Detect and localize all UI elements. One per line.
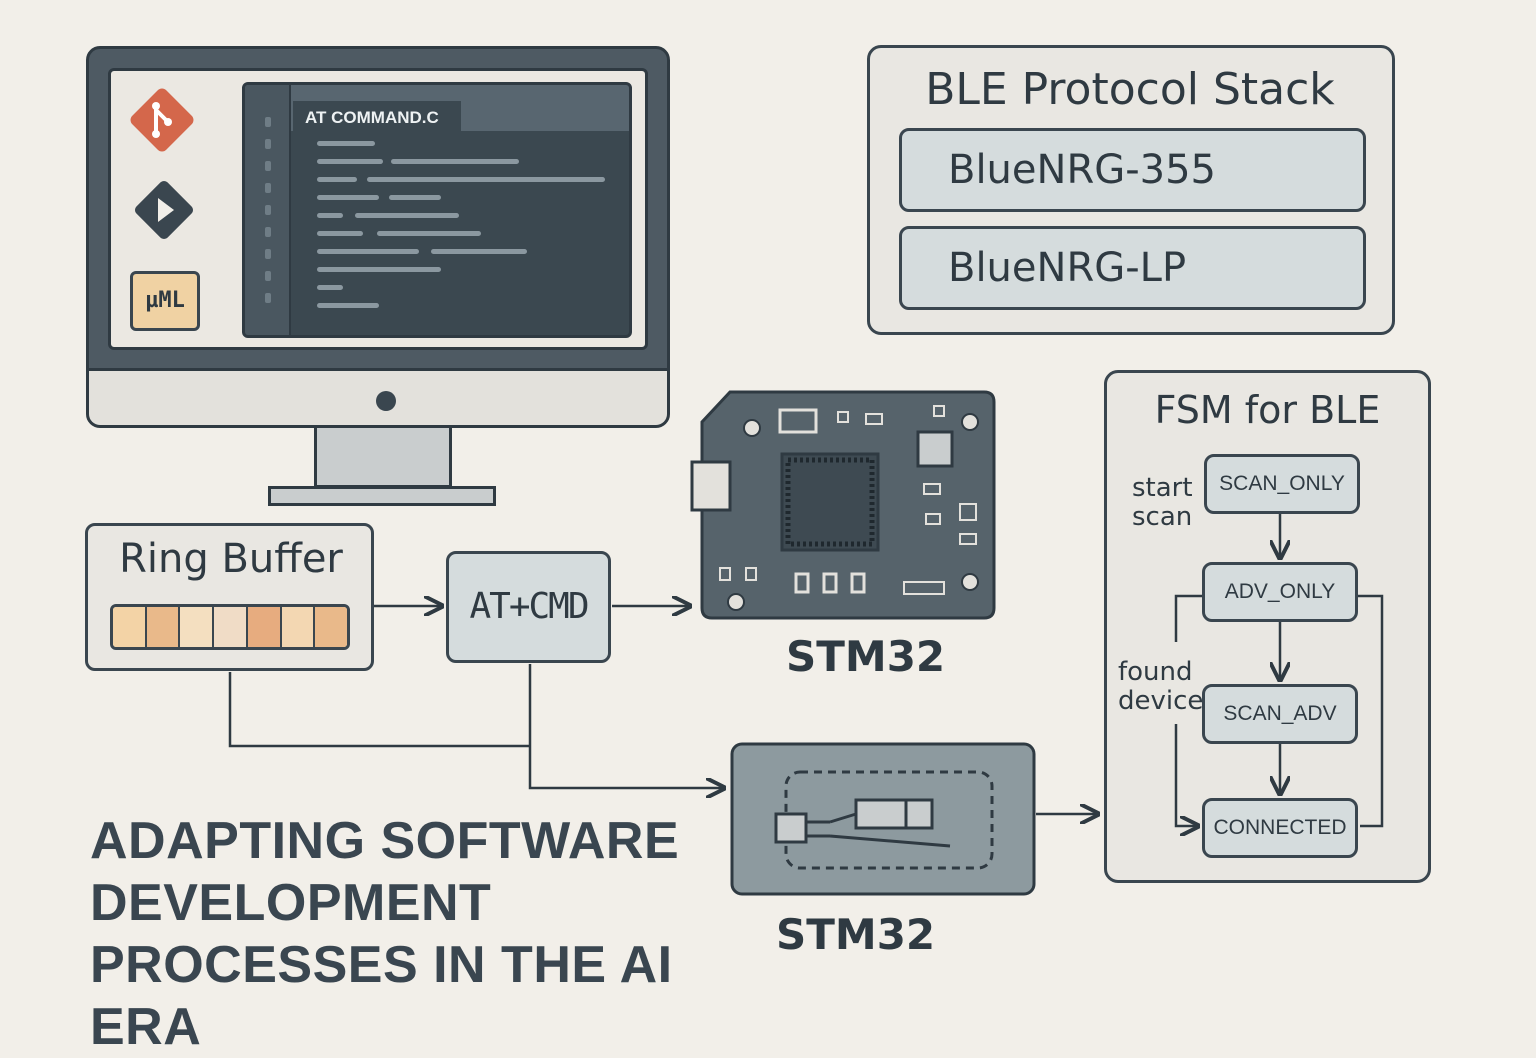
fsm-label-found-device: found device [1118, 657, 1204, 716]
code-line [317, 195, 379, 200]
power-button [376, 391, 396, 411]
stm32-module-label: STM32 [776, 910, 936, 959]
code-line [317, 303, 379, 308]
code-line [355, 213, 459, 218]
ble-stack-item: BlueNRG-355 [899, 128, 1366, 212]
ring-buffer-cell [214, 607, 248, 647]
monitor-stand [314, 428, 452, 488]
code-line [317, 249, 419, 254]
code-line [317, 267, 441, 272]
line-ring-down [228, 672, 530, 748]
monitor-stand-base [268, 486, 496, 506]
gutter-mark [265, 249, 271, 259]
code-line [389, 195, 441, 200]
fsm-title: FSM for BLE [1154, 388, 1381, 432]
ble-stack-item: BlueNRG-LP [899, 226, 1366, 310]
gutter-mark [265, 161, 271, 171]
fsm-state-scan-only: SCAN_ONLY [1204, 454, 1360, 514]
gutter-mark [265, 117, 271, 127]
ring-buffer-cell [281, 607, 316, 647]
stm32-board [690, 390, 996, 620]
ring-buffer-title: Ring Buffer [119, 536, 343, 582]
gutter-mark [265, 227, 271, 237]
code-line [317, 231, 363, 236]
gutter-mark [265, 271, 271, 281]
ring-buffer-cell [146, 607, 181, 647]
code-line [367, 177, 605, 182]
editor-gutter [245, 85, 291, 335]
ring-buffer-cell [180, 607, 215, 647]
editor-tab[interactable]: AT COMMAND.C [293, 101, 461, 135]
code-line [377, 231, 481, 236]
code-line [317, 213, 343, 218]
code-line [317, 141, 375, 146]
gutter-mark [265, 183, 271, 193]
gutter-mark [265, 293, 271, 303]
ring-buffer-cell [113, 607, 147, 647]
stm32-module [730, 742, 1036, 896]
fsm-state-scan-adv: SCAN_ADV [1202, 684, 1358, 744]
fsm-state-connected: CONNECTED [1202, 798, 1358, 858]
code-line [317, 285, 343, 290]
ring-buffer-cells [110, 604, 350, 650]
ring-buffer-cell [247, 607, 282, 647]
code-editor: AT COMMAND.C [242, 82, 632, 338]
arrow-at-to-module [528, 664, 724, 788]
stm32-label: STM32 [786, 632, 946, 681]
ble-stack-title: BLE Protocol Stack [925, 64, 1335, 115]
play-icon [134, 180, 194, 240]
code-line [431, 249, 527, 254]
fsm-label-start-scan: start scan [1132, 473, 1193, 532]
ring-buffer-cell [315, 607, 347, 647]
gutter-mark [265, 205, 271, 215]
code-line [391, 159, 519, 164]
gutter-mark [265, 139, 271, 149]
code-line [317, 159, 383, 164]
code-line [317, 177, 357, 182]
uml-icon: µML [130, 271, 200, 331]
at-command-box: AT+CMD [446, 551, 611, 663]
fsm-state-adv-only: ADV_ONLY [1202, 562, 1358, 622]
headline: ADAPTING SOFTWARE DEVELOPMENT PROCESSES … [90, 812, 680, 1056]
git-icon [130, 88, 194, 152]
